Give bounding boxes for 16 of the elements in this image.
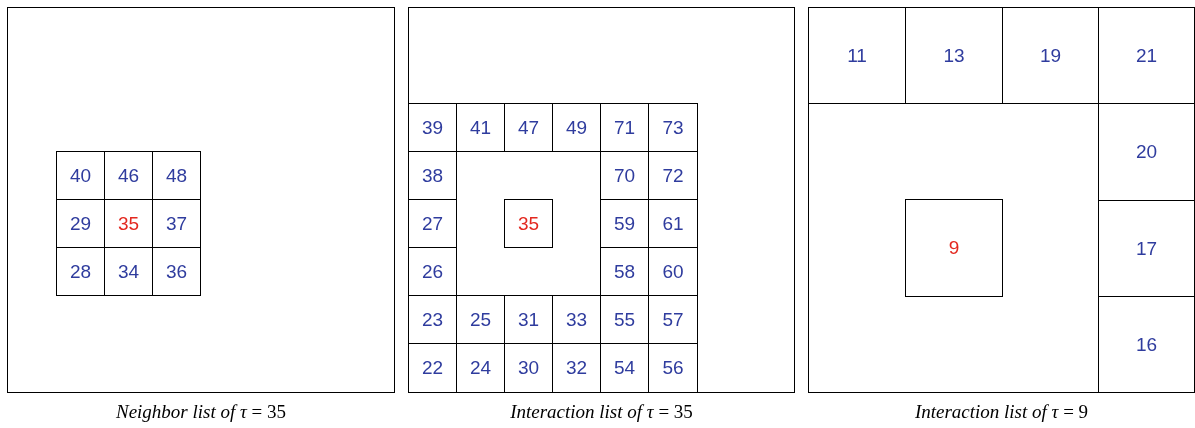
grid-cell: 73	[648, 103, 698, 152]
grid-cell: 47	[504, 103, 553, 152]
caption: Interaction list of τ = 9	[913, 401, 1090, 423]
caption: Interaction list of τ = 35	[509, 401, 694, 423]
grid-cell: 28	[56, 247, 105, 296]
panel-frame	[7, 7, 395, 393]
caption: Neighbor list of τ = 35	[114, 401, 288, 423]
grid-cell: 41	[456, 103, 505, 152]
grid-cell: 9	[905, 199, 1003, 297]
grid-cell: 36	[152, 247, 201, 296]
panel-frame	[808, 7, 1195, 393]
grid-cell: 35	[504, 199, 553, 248]
grid-cell: 40	[56, 151, 105, 200]
grid-cell: 48	[152, 151, 201, 200]
grid-cell: 49	[552, 103, 601, 152]
panel-frame	[408, 7, 795, 393]
